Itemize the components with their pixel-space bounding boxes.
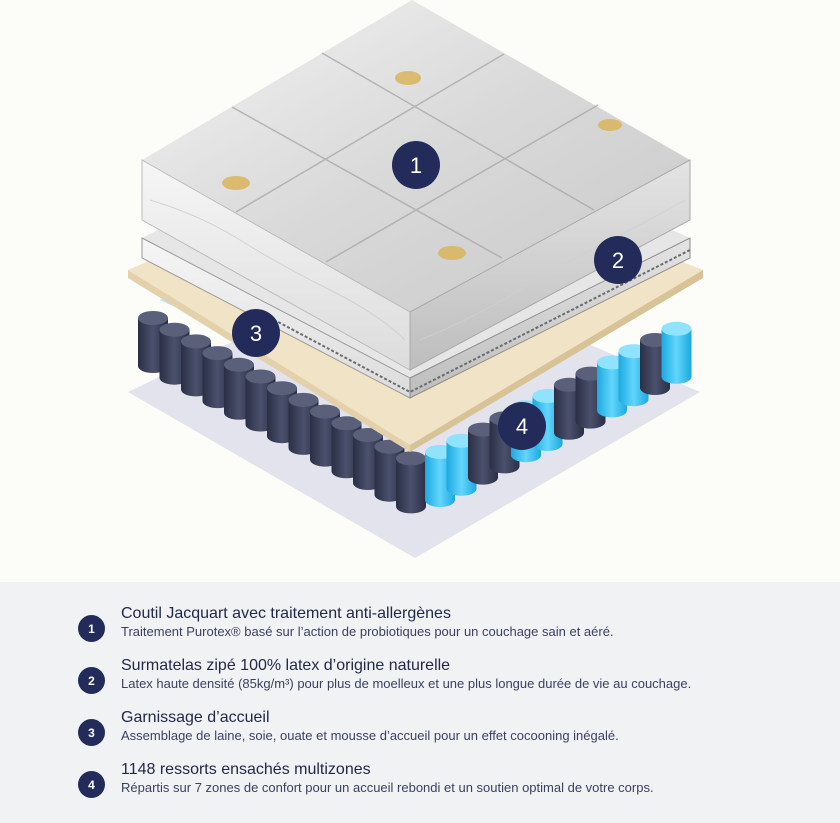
marker-3-label: 3 <box>250 321 262 346</box>
legend-badge-4: 4 <box>78 771 105 798</box>
legend-badge-3: 3 <box>78 719 105 746</box>
legend-badge-1: 1 <box>78 615 105 642</box>
marker-1: 1 <box>392 141 440 189</box>
legend-badge-2: 2 <box>78 667 105 694</box>
legend-title-4: 1148 ressorts ensachés multizones <box>121 761 371 778</box>
legend-desc-1: Traitement Purotex® basé sur l’action de… <box>121 624 614 639</box>
marker-4-label: 4 <box>516 414 528 439</box>
marker-1-label: 1 <box>410 153 422 178</box>
marker-4: 4 <box>498 402 546 450</box>
mattress-layers-illustration: 1 2 3 4 <box>128 0 703 558</box>
marker-2: 2 <box>594 236 642 284</box>
legend-desc-3: Assemblage de laine, soie, ouate et mous… <box>121 728 619 743</box>
legend-desc-4: Répartis sur 7 zones de confort pour un … <box>121 780 654 795</box>
spring-coil <box>374 439 405 502</box>
legend-title-2: Surmatelas zipé 100% latex d’origine nat… <box>121 657 451 674</box>
spring-coil <box>396 451 426 514</box>
marker-2-label: 2 <box>612 248 624 273</box>
legend-desc-2: Latex haute densité (85kg/m³) pour plus … <box>121 676 692 691</box>
spring-coil <box>661 321 692 384</box>
mattress-exploded-diagram: 1 2 3 4 <box>128 0 703 558</box>
legend-title-1: Coutil Jacquart avec traitement anti-all… <box>121 605 451 622</box>
legend-title-3: Garnissage d’accueil <box>121 709 270 726</box>
layers-legend: 1 Coutil Jacquart avec traitement anti-a… <box>0 582 840 823</box>
marker-3: 3 <box>232 309 280 357</box>
